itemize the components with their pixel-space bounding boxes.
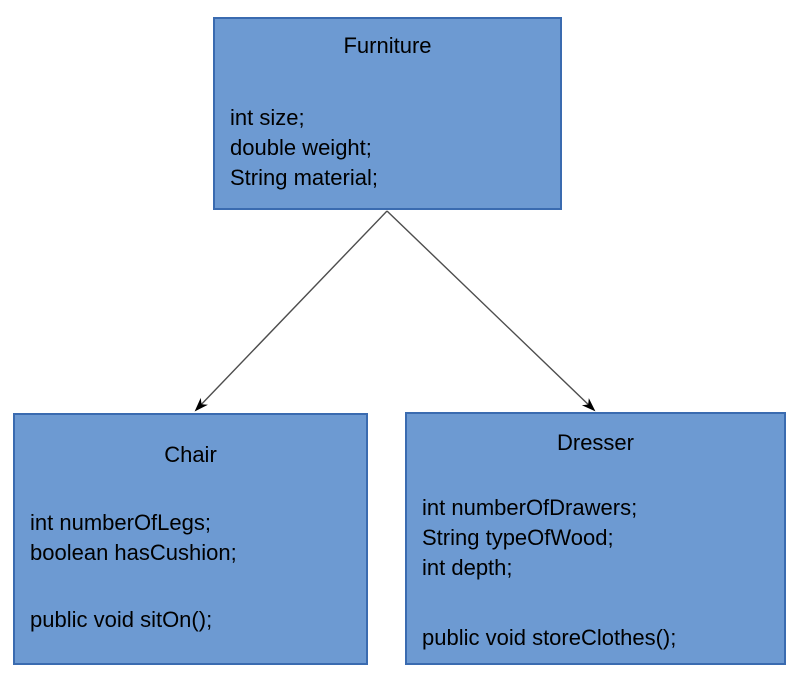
code-line: boolean hasCushion;	[30, 540, 237, 565]
code-line: int size;	[230, 105, 305, 130]
inheritance-arrow-chair	[194, 210, 388, 412]
code-line: public void sitOn();	[30, 607, 213, 632]
methods-list-chair: public void sitOn();	[15, 605, 366, 635]
code-line: int depth;	[422, 555, 513, 580]
code-line: public void storeClothes();	[422, 625, 677, 650]
class-box-dresser: Dresser int numberOfDrawers; String typeO…	[405, 412, 786, 665]
attributes-list-furniture: int size; double weight; String material;	[215, 103, 560, 193]
code-line: String typeOfWood;	[422, 525, 614, 550]
attributes-list-dresser: int numberOfDrawers; String typeOfWood; in…	[407, 493, 784, 583]
class-box-chair: Chair int numberOfLegs; boolean hasCushio…	[13, 413, 368, 665]
attributes-list-chair: int numberOfLegs; boolean hasCushion;	[15, 508, 366, 568]
code-line: int numberOfDrawers;	[422, 495, 638, 520]
code-line: double weight;	[230, 135, 372, 160]
code-line: int numberOfLegs;	[30, 510, 211, 535]
methods-list-dresser: public void storeClothes();	[407, 623, 784, 653]
class-name-dresser: Dresser	[556, 430, 634, 455]
code-line: String material;	[230, 165, 378, 190]
class-box-furniture: Furniture int size; double weight; String …	[213, 17, 562, 210]
class-name-furniture: Furniture	[343, 33, 432, 58]
class-name-chair: Chair	[164, 442, 217, 467]
inheritance-arrow-dresser	[386, 210, 596, 412]
